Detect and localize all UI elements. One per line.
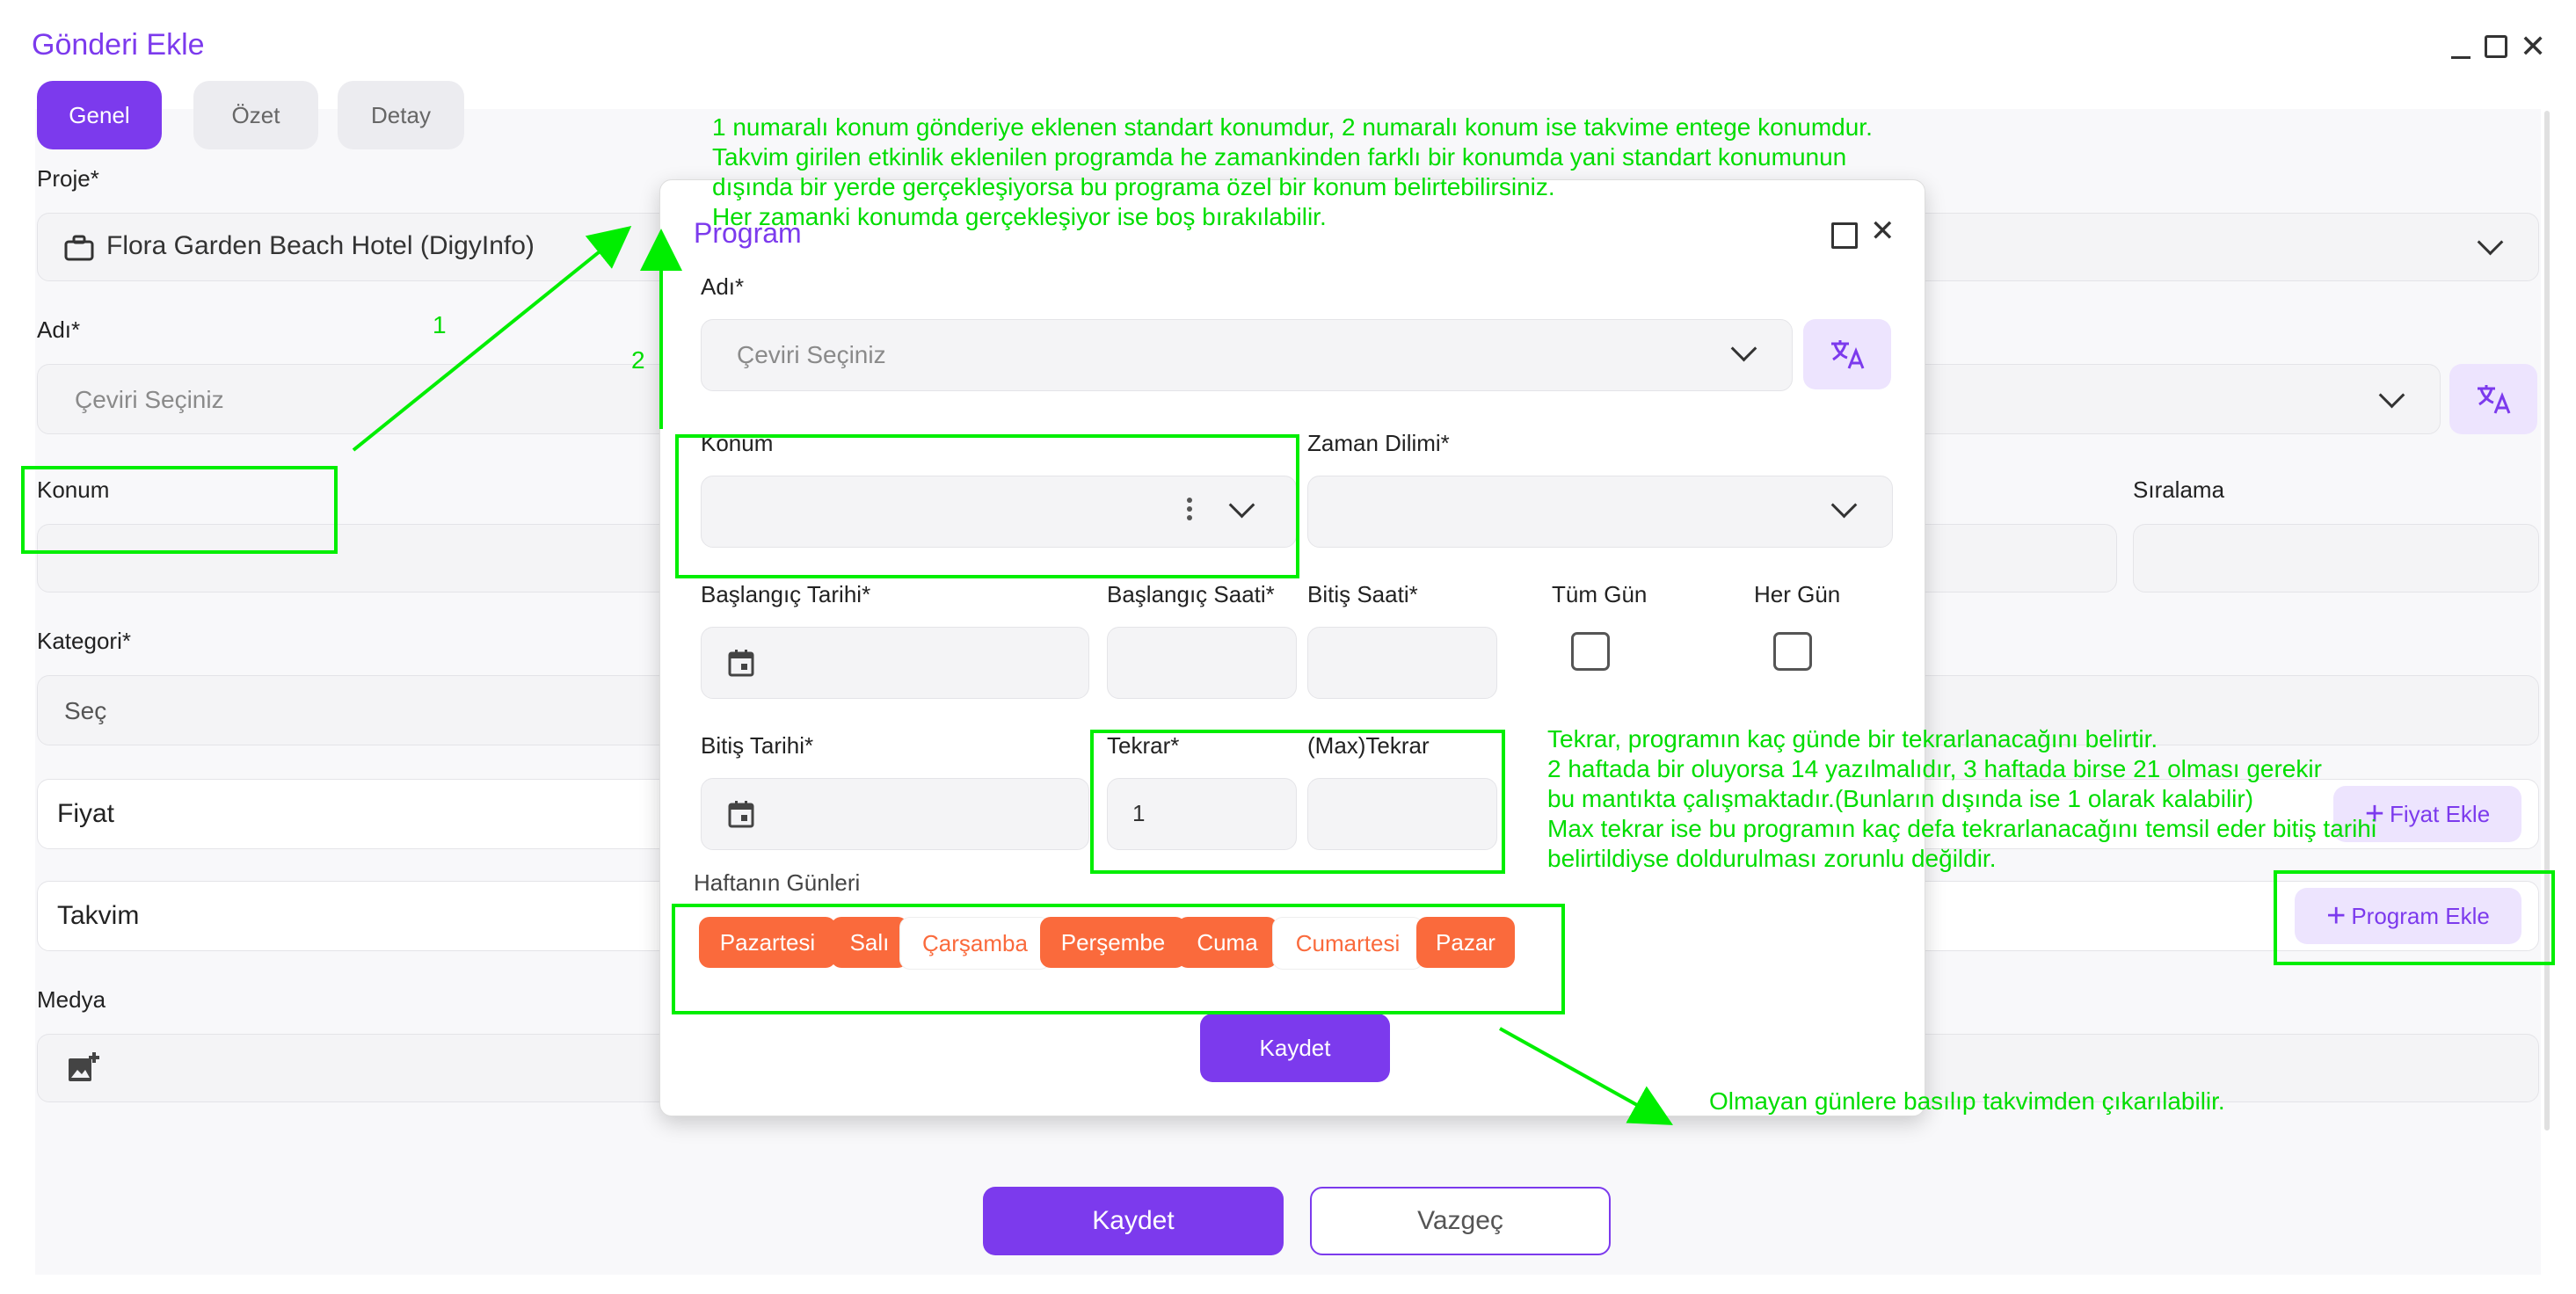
modal-adi-label: Adı* xyxy=(701,273,745,300)
zaman-dilimi-select[interactable] xyxy=(1307,476,1893,548)
bitis-saati-label: Bitiş Saati* xyxy=(1307,581,1418,607)
adi-label: Adı* xyxy=(37,316,81,343)
annotation-line: bu mantıkta çalışmaktadır.(Bunların dışı… xyxy=(1547,785,2254,812)
max-tekrar-label: (Max)Tekrar xyxy=(1307,732,1430,759)
tum-gun-checkbox[interactable] xyxy=(1571,632,1610,671)
annotation-top-text: 1 numaralı konum gönderiye eklenen stand… xyxy=(712,113,1873,232)
kaydet-button[interactable]: Kaydet xyxy=(983,1187,1284,1255)
annotation-line: 2 haftada bir oluyorsa 14 yazılmalıdır, … xyxy=(1547,755,2322,782)
annotation-num-1: 1 xyxy=(433,311,447,338)
day-cuma[interactable]: Cuma xyxy=(1177,917,1277,968)
takvim-label: Takvim xyxy=(57,901,140,930)
annotation-line: Tekrar, programın kaç günde bir tekrarla… xyxy=(1547,725,2158,752)
program-modal: Program ✕ Adı* Çeviri Seçiniz Konum Zama… xyxy=(659,179,1925,1116)
annotation-line: 1 numaralı konum gönderiye eklenen stand… xyxy=(712,113,1873,141)
tum-gun-label: Tüm Gün xyxy=(1552,581,1648,607)
modal-konum-select[interactable] xyxy=(701,476,1297,548)
more-vert-icon[interactable] xyxy=(1187,498,1192,520)
kategori-placeholder: Seç xyxy=(64,697,107,724)
annotation-box-tekrar xyxy=(1090,730,1505,874)
day-pazartesi[interactable]: Pazartesi xyxy=(699,917,836,968)
day-pazar[interactable]: Pazar xyxy=(1416,917,1515,968)
annotation-line: Max tekrar ise bu programın kaç defa tek… xyxy=(1547,815,2377,842)
annotation-box-program-ekle xyxy=(2274,870,2555,965)
annotation-bottom-text: Olmayan günlere basılıp takvimden çıkarı… xyxy=(1709,1087,2225,1115)
window-title: Gönderi Ekle xyxy=(32,28,205,62)
briefcase-icon xyxy=(64,235,94,261)
program-ekle-button[interactable]: +Program Ekle xyxy=(2295,888,2521,944)
baslangic-saati-input[interactable] xyxy=(1107,627,1297,699)
annotation-line: belirtildiyse doldurulması zorunlu değil… xyxy=(1547,845,1997,872)
maximize-icon[interactable] xyxy=(2485,35,2507,58)
tekrar-value: 1 xyxy=(1132,800,1146,826)
annotation-box-konum-1 xyxy=(21,466,338,554)
vazgec-button[interactable]: Vazgeç xyxy=(1310,1187,1611,1255)
maximize-icon[interactable] xyxy=(1831,222,1858,249)
siralama-label: Sıralama xyxy=(2133,476,2225,503)
tab-genel[interactable]: Genel xyxy=(37,81,162,149)
her-gun-checkbox[interactable] xyxy=(1773,632,1812,671)
calendar-icon xyxy=(728,650,754,677)
medya-label: Medya xyxy=(37,986,106,1013)
modal-title: Program xyxy=(694,217,802,249)
annotation-box-konum-2 xyxy=(675,434,1299,578)
modal-adi-placeholder: Çeviri Seçiniz xyxy=(737,341,886,368)
day-carsamba[interactable]: Çarşamba xyxy=(899,917,1051,970)
close-icon[interactable]: ✕ xyxy=(2520,28,2547,64)
minimize-icon[interactable] xyxy=(2446,35,2478,62)
scrollbar[interactable] xyxy=(2544,111,2550,1130)
konum-label: Konum xyxy=(37,476,110,503)
zaman-dilimi-label: Zaman Dilimi* xyxy=(1307,430,1450,456)
bitis-saati-input[interactable] xyxy=(1307,627,1497,699)
fiyat-label: Fiyat xyxy=(57,799,115,828)
tab-detay[interactable]: Detay xyxy=(338,81,464,149)
modal-translate-button[interactable] xyxy=(1803,319,1891,389)
siralama-input[interactable] xyxy=(2133,524,2539,592)
plus-icon: + xyxy=(2364,795,2385,832)
bitis-tarihi-input[interactable] xyxy=(701,778,1089,850)
translate-icon xyxy=(1831,340,1865,369)
modal-adi-select[interactable]: Çeviri Seçiniz xyxy=(701,319,1793,391)
baslangic-tarihi-label: Başlangıç Tarihi* xyxy=(701,581,871,607)
bitis-tarihi-label: Bitiş Tarihi* xyxy=(701,732,814,759)
close-icon[interactable]: ✕ xyxy=(1870,214,1896,248)
annotation-line: Takvim girilen etkinlik eklenilen progra… xyxy=(712,143,1847,171)
annotation-line: Her zamanki konumda gerçekleşiyor ise bo… xyxy=(712,203,1327,230)
her-gun-label: Her Gün xyxy=(1754,581,1841,607)
proje-value: Flora Garden Beach Hotel (DigyInfo) xyxy=(106,231,535,260)
day-cumartesi[interactable]: Cumartesi xyxy=(1272,917,1423,970)
baslangic-saati-label: Başlangıç Saati* xyxy=(1107,581,1275,607)
arrow-3 xyxy=(1499,1027,1673,1125)
tekrar-input[interactable]: 1 xyxy=(1107,778,1297,850)
haftanin-gunleri-label: Haftanın Günleri xyxy=(694,869,861,896)
max-tekrar-input[interactable] xyxy=(1307,778,1497,850)
arrow-1 xyxy=(352,225,632,452)
adi-placeholder: Çeviri Seçiniz xyxy=(75,386,224,413)
tab-ozet[interactable]: Özet xyxy=(193,81,318,149)
annotation-right-text: Tekrar, programın kaç günde bir tekrarla… xyxy=(1547,724,2376,874)
day-sali[interactable]: Salı xyxy=(831,917,908,968)
translate-icon xyxy=(2478,385,2511,414)
fiyat-ekle-button[interactable]: +Fiyat Ekle xyxy=(2333,786,2521,842)
annotation-box-days xyxy=(672,904,1565,1014)
calendar-icon xyxy=(728,801,754,828)
baslangic-tarihi-input[interactable] xyxy=(701,627,1089,699)
kategori-label: Kategori* xyxy=(37,628,131,654)
modal-kaydet-button[interactable]: Kaydet xyxy=(1200,1014,1390,1082)
day-persembe[interactable]: Perşembe xyxy=(1040,917,1186,968)
tekrar-label: Tekrar* xyxy=(1107,732,1180,759)
plus-icon: + xyxy=(2326,897,2347,934)
translate-button[interactable] xyxy=(2449,364,2537,434)
add-image-icon xyxy=(69,1052,99,1081)
annotation-line: dışında bir yerde gerçekleşiyorsa bu pro… xyxy=(712,173,1555,200)
annotation-num-2: 2 xyxy=(631,346,645,374)
proje-label: Proje* xyxy=(37,165,99,192)
